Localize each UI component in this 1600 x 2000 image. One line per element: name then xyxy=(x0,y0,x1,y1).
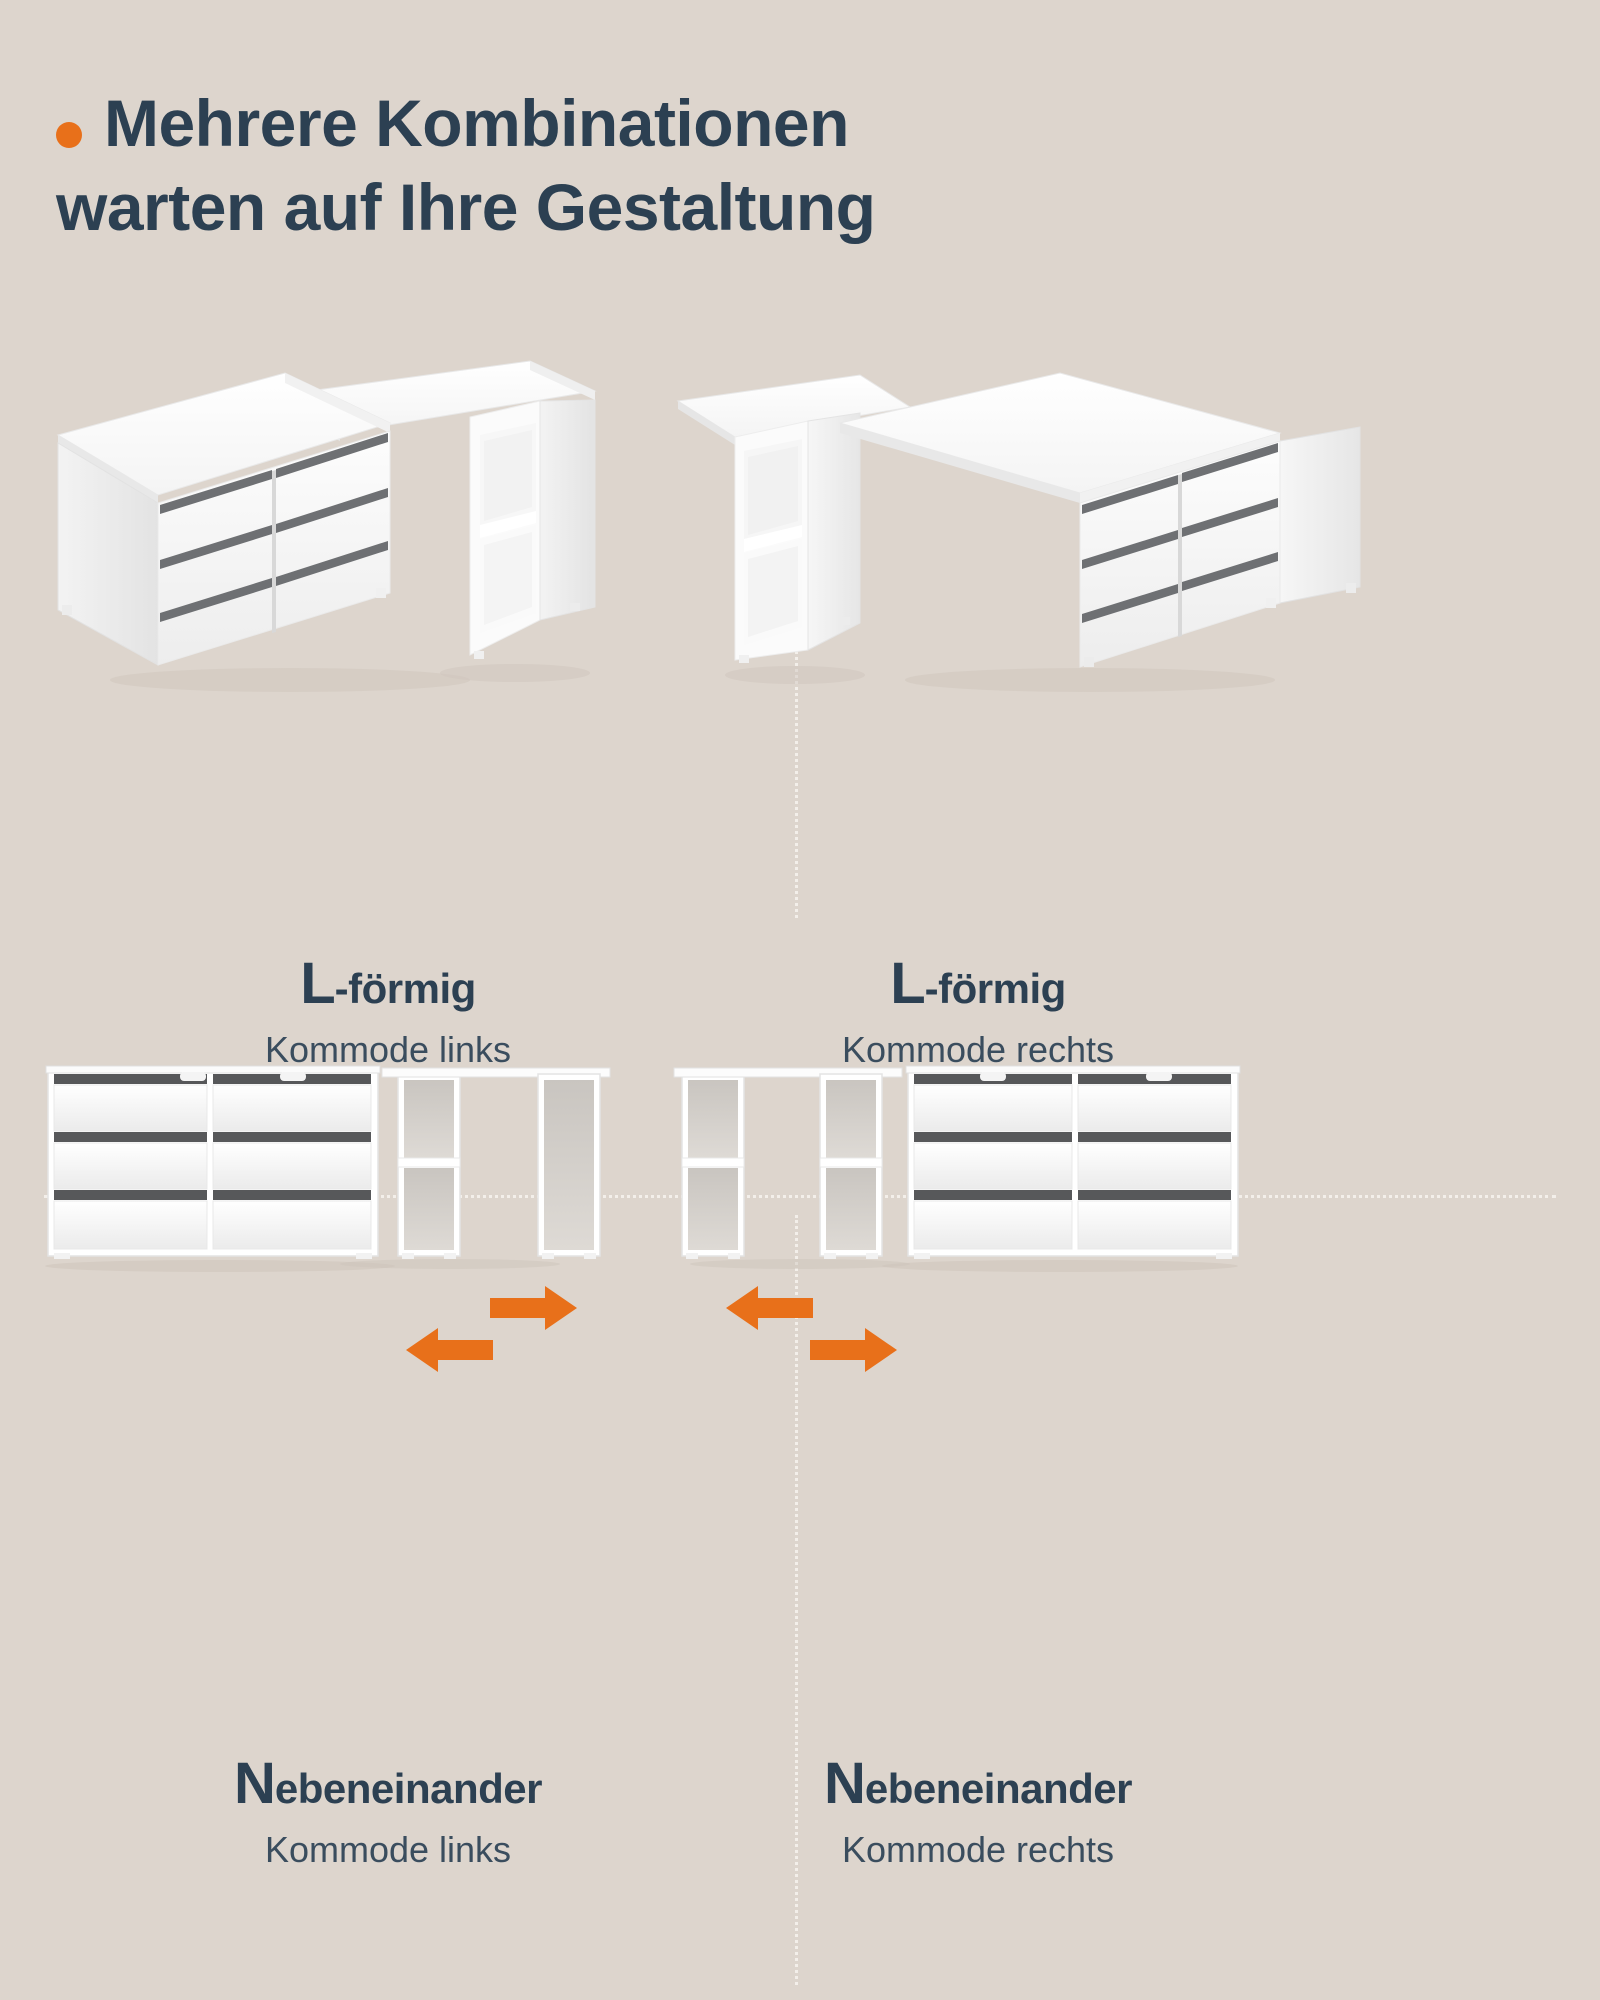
arrow-group-left xyxy=(395,1280,655,1390)
illustration-side-by-side-dresser-left xyxy=(30,1060,630,1280)
caption-top-left: L-förmig Kommode links xyxy=(38,955,738,1071)
caption-title: L-förmig xyxy=(38,955,738,1013)
illustration-l-shape-dresser-right xyxy=(660,355,1380,715)
caption-title: Nebeneinander xyxy=(628,1755,1328,1813)
caption-title-initial: N xyxy=(824,1751,866,1816)
caption-title: L-förmig xyxy=(628,955,1328,1013)
caption-subtitle: Kommode rechts xyxy=(841,1829,1115,1870)
caption-title: Nebeneinander xyxy=(38,1755,738,1813)
caption-title-rest: ebeneinander xyxy=(274,1765,543,1812)
caption-title-rest: -förmig xyxy=(924,965,1067,1012)
caption-title-initial: L xyxy=(890,951,925,1016)
caption-subtitle: Kommode links xyxy=(264,1029,512,1070)
arrow-left-icon xyxy=(406,1328,493,1372)
arrow-left-icon xyxy=(726,1286,813,1330)
bullet-dot-icon xyxy=(56,121,82,148)
illustration-side-by-side-dresser-right xyxy=(660,1060,1260,1280)
caption-title-initial: L xyxy=(300,951,335,1016)
caption-bottom-right: Nebeneinander Kommode rechts xyxy=(628,1755,1328,1871)
arrow-right-icon xyxy=(810,1328,897,1372)
divider-horizontal xyxy=(44,1195,1556,1198)
caption-subtitle: Kommode rechts xyxy=(841,1029,1115,1070)
caption-title-rest: -förmig xyxy=(334,965,477,1012)
caption-title-rest: ebeneinander xyxy=(864,1765,1133,1812)
caption-top-right: L-förmig Kommode rechts xyxy=(628,955,1328,1071)
caption-subtitle: Kommode links xyxy=(264,1829,512,1870)
illustration-l-shape-dresser-left xyxy=(40,355,760,715)
divider-vertical-bottom xyxy=(795,1215,798,1985)
headline-line-1: Mehrere Kombinationen xyxy=(104,86,849,160)
headline-line-2: warten auf Ihre Gestaltung xyxy=(56,169,876,244)
page-headline: Mehrere Kombinationen warten auf Ihre Ge… xyxy=(56,86,1456,246)
arrow-right-icon xyxy=(490,1286,577,1330)
caption-bottom-left: Nebeneinander Kommode links xyxy=(38,1755,738,1871)
caption-title-initial: N xyxy=(234,1751,276,1816)
arrow-group-right xyxy=(715,1280,975,1390)
